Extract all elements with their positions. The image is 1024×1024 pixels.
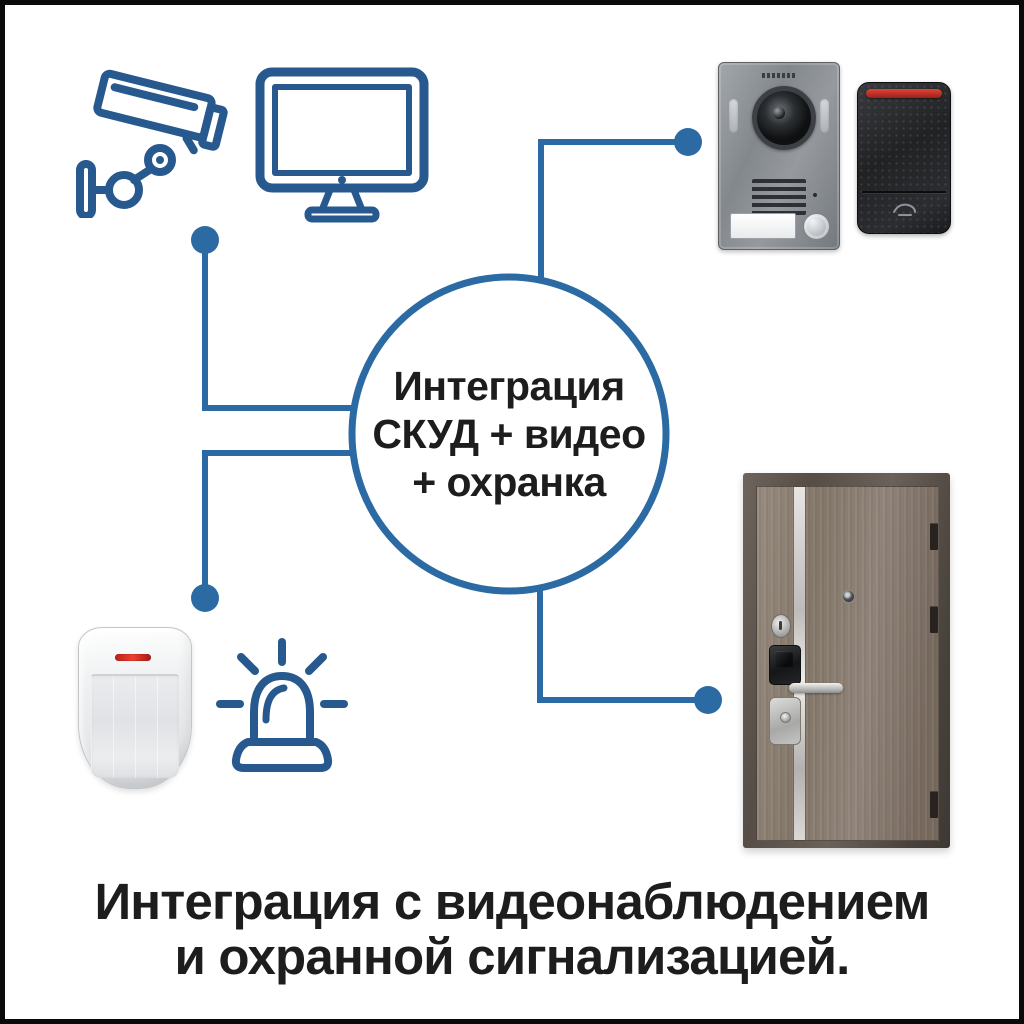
hub-label: Интеграция СКУД + видео + охранка <box>349 362 669 506</box>
intercom-speaker-grille <box>752 179 806 215</box>
door-peephole <box>841 589 856 604</box>
intercom-light-right <box>820 99 829 133</box>
connector-top-left <box>202 240 356 411</box>
intercom-call-button <box>803 213 830 240</box>
dot-top-left <box>191 226 219 254</box>
hub-label-line3: + охранка <box>412 459 606 505</box>
intercom-mic-hole <box>813 193 817 197</box>
door-hinge-middle <box>930 606 938 633</box>
alarm-siren-icon <box>216 638 348 772</box>
connector-bottom-left <box>202 450 356 598</box>
video-intercom-photo <box>718 62 840 250</box>
reader-divider <box>862 191 946 193</box>
door-hinge-bottom <box>930 791 938 818</box>
door-plate-knob <box>780 712 791 723</box>
monitor-icon <box>255 67 429 223</box>
door-lock-screen <box>775 651 793 667</box>
intercom-name-plate <box>730 213 796 239</box>
reader-red-band <box>866 89 942 98</box>
cctv-camera-icon <box>76 69 228 218</box>
door-handle <box>789 683 843 693</box>
intercom-lens-glint <box>773 107 785 119</box>
door-slab <box>756 486 939 841</box>
rfid-card-reader-photo <box>857 82 951 234</box>
door-key-cylinder <box>771 614 791 638</box>
dot-bottom-left <box>191 584 219 612</box>
intercom-camera-lens <box>752 86 816 150</box>
motion-sensor-led <box>115 654 151 661</box>
intercom-brand-text <box>762 73 796 78</box>
motion-sensor-window <box>91 674 179 778</box>
hub-label-line1: Интеграция <box>393 363 625 409</box>
door-lower-plate <box>769 697 801 745</box>
connector-top-right <box>538 139 688 282</box>
caption: Интеграция с видеонаблюдением и охранной… <box>0 874 1024 984</box>
caption-line1: Интеграция с видеонаблюдением <box>94 873 930 930</box>
intercom-light-left <box>729 99 738 133</box>
motion-sensor-photo <box>78 627 192 789</box>
reader-hand-icon <box>893 203 916 216</box>
hub-label-line2: СКУД + видео <box>372 411 646 457</box>
dot-bottom-right <box>694 686 722 714</box>
caption-line2: и охранной сигнализацией. <box>174 928 850 985</box>
dot-top-right <box>674 128 702 156</box>
connector-bottom-right <box>537 588 708 703</box>
entry-door-smart-lock-photo <box>743 473 950 848</box>
door-hinge-top <box>930 523 938 550</box>
hub-circle <box>348 273 670 595</box>
door-keyhole <box>779 621 782 630</box>
door-smart-lock-body <box>769 645 801 685</box>
